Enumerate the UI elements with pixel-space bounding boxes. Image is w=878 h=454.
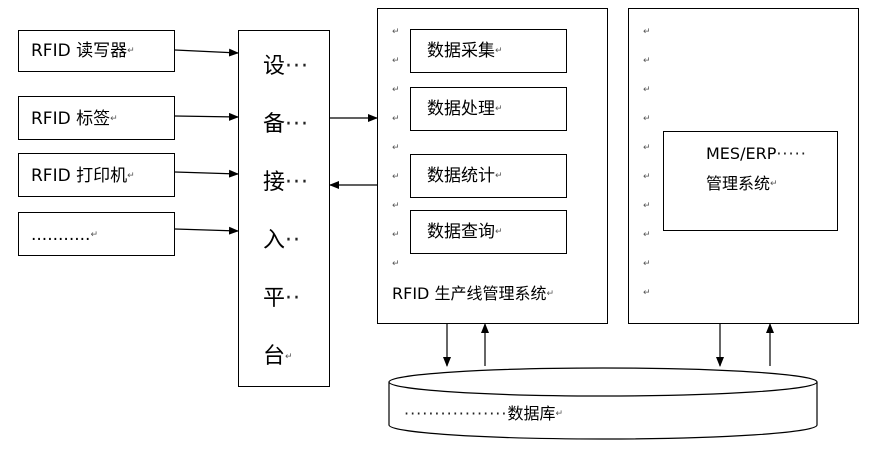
paragraph-mark: ↵ [643,230,651,240]
system-title-text: RFID 生产线管理系统 [392,284,547,303]
paragraph-mark: ↵ [643,27,651,37]
mes-erp-container: ↵ ↵ ↵ ↵ ↵ ↵ ↵ ↵ ↵ ↵ MES/ERP····· 管理系统↵ [628,8,859,324]
paragraph-mark: ↵ [392,114,400,124]
rfid-production-system: ↵ ↵ ↵ ↵ ↵ ↵ ↵ ↵ ↵ 数据采集↵ 数据处理↵ 数据统计↵ 数据查询… [377,8,608,324]
mes-erp-system: MES/ERP····· 管理系统↵ [663,131,838,231]
paragraph-marks-column: ↵ ↵ ↵ ↵ ↵ ↵ ↵ ↵ ↵ ↵ [643,27,653,317]
paragraph-mark: ↵ [643,172,651,182]
platform-dots: ·· [285,228,302,253]
database-dots: ················· [404,404,508,423]
paragraph-mark: ↵ [392,172,400,182]
paragraph-mark: ↵ [643,288,651,298]
module-data-query: 数据查询↵ [410,210,567,254]
device-access-platform: 设··· 备··· 接··· 入·· 平·· 台↵ [238,30,330,387]
paragraph-mark: ↵ [127,171,135,181]
platform-char: 备 [263,112,286,137]
device-label: RFID 读写器 [31,41,128,61]
platform-char: 台 [263,344,286,369]
paragraph-mark: ↵ [392,230,400,240]
paragraph-marks-column: ↵ ↵ ↵ ↵ ↵ ↵ ↵ ↵ ↵ [392,27,402,288]
paragraph-mark: ↵ [392,27,400,37]
paragraph-mark: ↵ [495,227,503,237]
mes-label: MES/ERP [706,144,777,163]
module-label: 数据采集 [427,41,495,61]
paragraph-mark: ↵ [495,104,503,114]
mes-label-2: 管理系统 [706,174,771,193]
arrow-printer-to-platform [174,169,239,178]
platform-dots: ··· [285,54,309,79]
paragraph-mark: ↵ [392,85,400,95]
paragraph-mark: ↵ [495,171,503,181]
database-cylinder [388,367,818,440]
module-label: 数据处理 [427,99,495,119]
mes-dots: ····· [776,144,807,163]
paragraph-mark: ↵ [643,143,651,153]
paragraph-mark: ↵ [392,259,400,269]
module-data-collection: 数据采集↵ [410,29,567,73]
paragraph-mark: ↵ [546,289,554,299]
device-rfid-tag: RFID 标签↵ [18,96,175,140]
paragraph-mark: ↵ [392,56,400,66]
paragraph-mark: ↵ [110,114,118,124]
system-title: RFID 生产线管理系统↵ [392,284,554,304]
paragraph-mark: ↵ [285,352,293,362]
platform-char: 设 [263,54,286,79]
device-other: ...........↵ [18,212,175,256]
platform-dots: ··· [285,170,309,195]
database-text: 数据库 [507,404,556,423]
arrow-other-to-platform [174,226,239,235]
module-label: 数据统计 [427,166,495,186]
paragraph-mark: ↵ [127,46,135,56]
paragraph-mark: ↵ [392,143,400,153]
platform-char: 入 [263,228,286,253]
paragraph-mark: ↵ [643,85,651,95]
platform-dots: ·· [285,286,302,311]
paragraph-mark: ↵ [643,56,651,66]
database-label: ·················数据库↵ [404,404,563,424]
paragraph-mark: ↵ [495,46,503,56]
arrow-reader-to-platform [174,48,239,57]
device-rfid-reader: RFID 读写器↵ [18,30,175,72]
platform-dots: ··· [285,112,309,137]
paragraph-mark: ↵ [90,230,98,240]
module-data-processing: 数据处理↵ [410,87,567,131]
platform-char: 接 [263,170,286,195]
platform-char: 平 [263,286,286,311]
paragraph-mark: ↵ [555,409,564,419]
arrow-tag-to-platform [174,112,239,121]
device-label: ........... [31,225,91,245]
device-label: RFID 标签 [31,109,111,129]
paragraph-mark: ↵ [643,259,651,269]
paragraph-mark: ↵ [770,179,778,189]
paragraph-mark: ↵ [643,114,651,124]
device-label: RFID 打印机 [31,166,128,186]
paragraph-mark: ↵ [643,201,651,211]
paragraph-mark: ↵ [392,201,400,211]
module-label: 数据查询 [427,222,495,242]
device-rfid-printer: RFID 打印机↵ [18,153,175,197]
module-data-statistics: 数据统计↵ [410,154,567,198]
